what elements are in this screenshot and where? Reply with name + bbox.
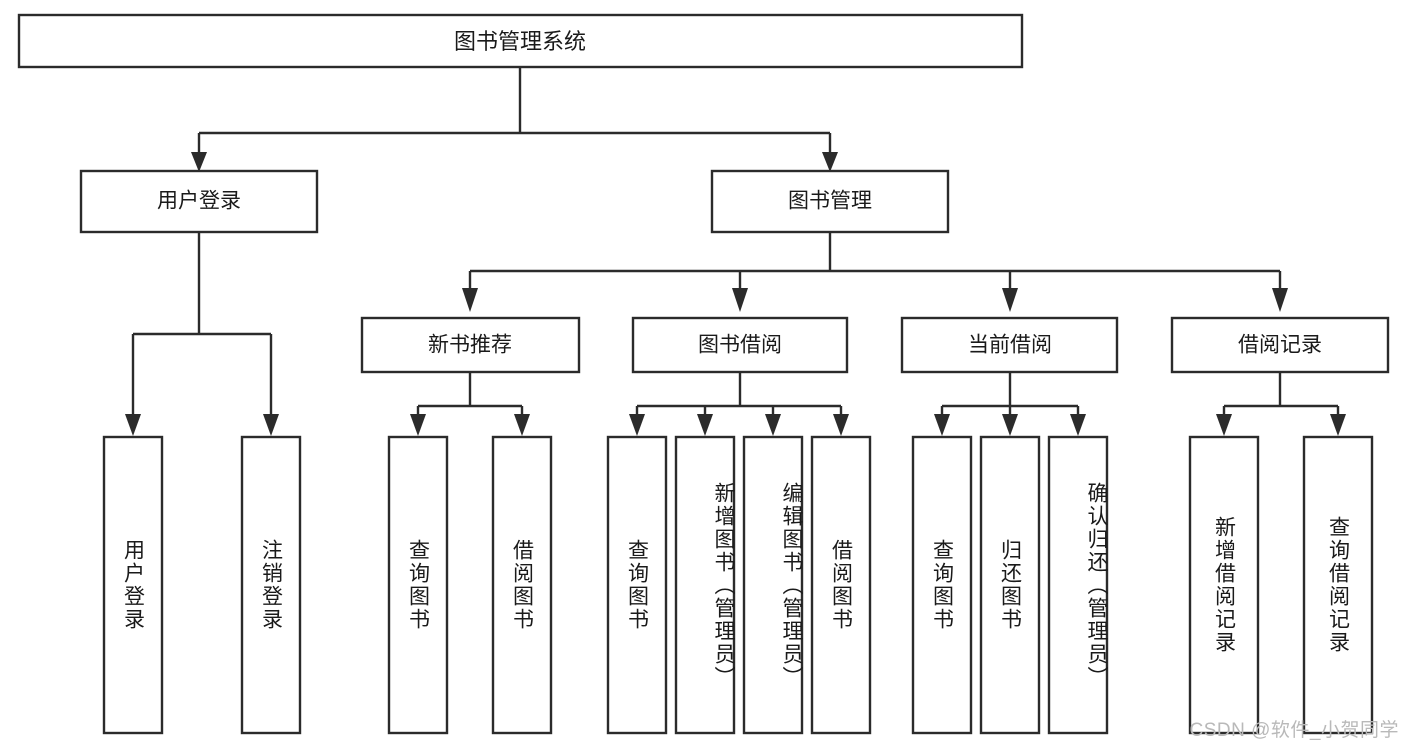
leaf-box-current-borrow-1[interactable] [979, 435, 1041, 735]
connector-new-book-trunk [416, 372, 524, 418]
connector-layer [125, 67, 1346, 436]
arrow-head-cb-leaf-3 [1070, 414, 1086, 436]
leaf-box-user-login-1[interactable] [240, 435, 302, 735]
leaf-box-user-login-0[interactable] [102, 435, 164, 735]
arrow-head-book-manage [822, 152, 838, 172]
arrow-head-bb-leaf-4 [833, 414, 849, 436]
node-borrow-record[interactable] [1170, 316, 1390, 374]
arrow-head-user-login [191, 152, 207, 172]
connector-borrow-record-trunk [1222, 372, 1340, 418]
connector-book-manage-trunk [468, 232, 1282, 291]
node-layer: 图书管理系统 用户登录 图书管理 新书推荐 图书借阅 当前借阅 借阅记录 [17, 13, 1390, 735]
leaf-box-book-borrow-3[interactable] [810, 435, 872, 735]
arrow-head-current-borrow [1002, 288, 1018, 312]
connector-current-borrow-trunk [940, 372, 1080, 418]
watermark-text: CSDN @软件_小贺同学 [1189, 720, 1399, 741]
arrow-head-cb-leaf-2 [1002, 414, 1018, 436]
arrow-head-nb-leaf-2 [514, 414, 530, 436]
connector-book-borrow-trunk [635, 372, 843, 418]
node-new-book[interactable] [360, 316, 581, 374]
node-user-login-label: 用户登录 [157, 190, 241, 213]
arrow-head-cb-leaf-1 [934, 414, 950, 436]
arrow-head-new-book [462, 288, 478, 312]
leaf-box-borrow-record-0[interactable] [1188, 435, 1260, 735]
arrow-head-bb-leaf-3 [765, 414, 781, 436]
arrow-head-bb-leaf-2 [697, 414, 713, 436]
leaf-box-new-book-0[interactable] [387, 435, 449, 735]
leaf-box-book-borrow-0[interactable] [606, 435, 668, 735]
leaf-box-borrow-record-1[interactable] [1302, 435, 1374, 735]
node-book-manage-label: 图书管理 [788, 190, 872, 213]
node-user-login[interactable] [79, 169, 319, 234]
node-current-borrow[interactable] [900, 316, 1119, 374]
arrow-head-nb-leaf-1 [410, 414, 426, 436]
arrow-head-bb-leaf-1 [629, 414, 645, 436]
node-current-borrow-label: 当前借阅 [968, 334, 1052, 357]
node-new-book-label: 新书推荐 [428, 334, 512, 357]
leaf-box-current-borrow-0[interactable] [911, 435, 973, 735]
leaf-box-current-borrow-2[interactable] [1047, 435, 1109, 735]
leaf-box-new-book-1[interactable] [491, 435, 553, 735]
arrow-head-br-leaf-2 [1330, 414, 1346, 436]
arrow-head-book-borrow [732, 288, 748, 312]
node-book-borrow-label: 图书借阅 [698, 334, 782, 357]
leaf-box-book-borrow-2[interactable] [742, 435, 804, 735]
leaf-box-book-borrow-1[interactable] [674, 435, 736, 735]
arrow-head-leaf-user-login [125, 414, 141, 436]
node-book-manage[interactable] [710, 169, 950, 234]
node-root-label: 图书管理系统 [454, 29, 586, 54]
arrow-head-borrow-record [1272, 288, 1288, 312]
node-borrow-record-label: 借阅记录 [1238, 334, 1322, 357]
node-book-borrow[interactable] [631, 316, 849, 374]
connector-root-trunk [197, 67, 832, 155]
arrow-head-br-leaf-1 [1216, 414, 1232, 436]
node-root[interactable] [17, 13, 1024, 69]
connector-user-login-trunk [131, 232, 273, 418]
arrow-head-leaf-logout [263, 414, 279, 436]
